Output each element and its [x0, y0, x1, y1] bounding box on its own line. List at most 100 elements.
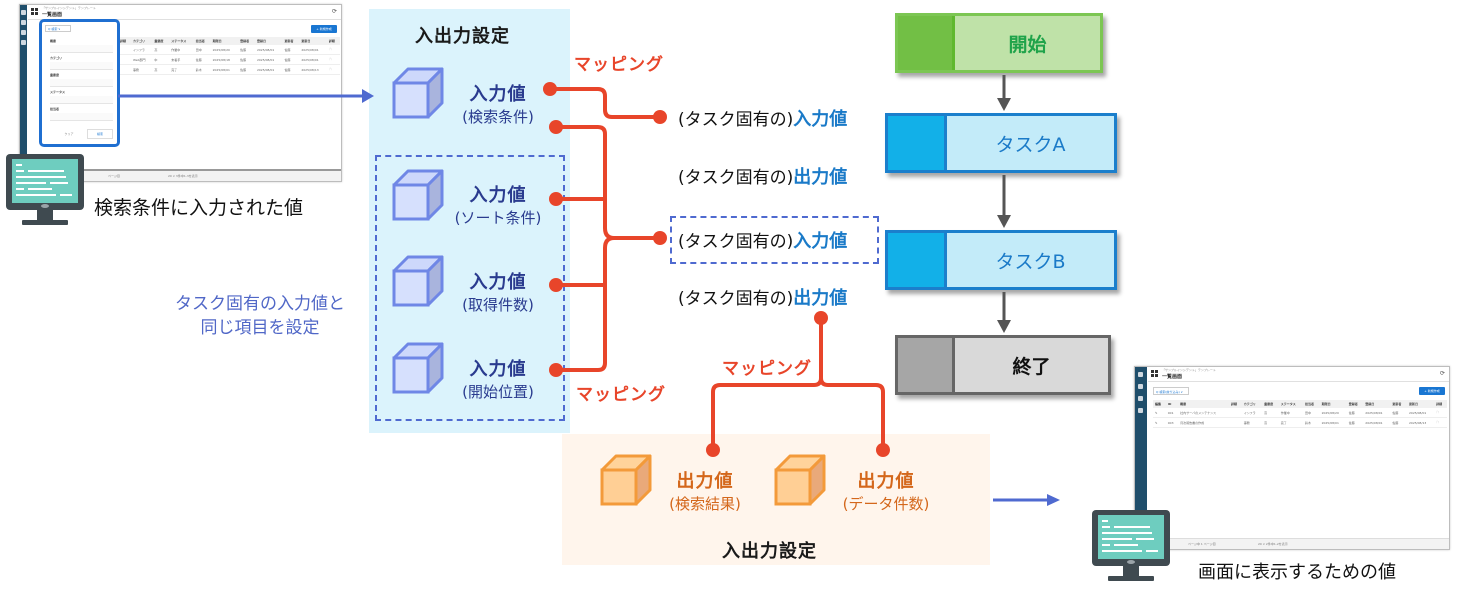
- column-header[interactable]: 詳細: [118, 37, 131, 45]
- priority-field[interactable]: [50, 79, 113, 87]
- grid-icon: [31, 8, 38, 15]
- table-cell: 2025/08/01: [1363, 408, 1391, 418]
- column-header[interactable]: 更新者: [1390, 400, 1407, 408]
- flow-end-label: 終了: [1012, 355, 1051, 378]
- column-header[interactable]: ID: [1165, 400, 1179, 408]
- new-button[interactable]: + 新規作成: [311, 25, 337, 33]
- search-toggle-button[interactable]: Q 検索 ∨: [45, 25, 71, 32]
- detail-icon[interactable]: 🗎: [326, 45, 340, 55]
- table-cell: 佐藤: [1390, 417, 1407, 428]
- task-a-output-label: (タスク固有の)出力値: [678, 163, 847, 189]
- mapping-label: マッピング: [722, 359, 812, 379]
- table-cell: 2025/08/01: [254, 45, 283, 55]
- table-cell: 2025/08/01: [1407, 408, 1435, 418]
- column-header[interactable]: 期限日: [210, 37, 239, 45]
- new-button[interactable]: + 新規作成: [1419, 387, 1445, 395]
- detail-icon[interactable]: 🗎: [326, 54, 340, 65]
- table-cell: Web部門: [130, 54, 153, 65]
- table-cell: 佐藤: [1390, 408, 1407, 418]
- column-header[interactable]: 重要度: [1262, 400, 1279, 408]
- table-cell: 高: [1262, 417, 1279, 428]
- star-icon: [21, 40, 26, 45]
- status-field[interactable]: [50, 96, 113, 104]
- pager-page: ページ目: [108, 174, 120, 178]
- input-value-search: 入力値 (検索条件): [448, 80, 548, 127]
- table-cell: 佐藤: [193, 54, 211, 65]
- table-cell: 佐藤: [282, 54, 300, 65]
- value-subtitle: (検索条件): [462, 108, 534, 126]
- table-cell: 高: [152, 64, 170, 75]
- column-header[interactable]: 登録者: [238, 37, 255, 45]
- column-header[interactable]: 登録日: [1363, 400, 1391, 408]
- column-header[interactable]: 登録日: [254, 37, 283, 45]
- column-header[interactable]: 概要: [1178, 400, 1230, 408]
- pager-count[interactable]: 20 ∨ 2件中1-2を表示: [1258, 542, 1288, 546]
- column-header[interactable]: 重要度: [152, 37, 170, 45]
- table-cell: 佐藤: [1346, 408, 1364, 418]
- table-cell: 2025/08/13: [1407, 417, 1435, 428]
- summary-field[interactable]: [50, 45, 113, 53]
- column-header[interactable]: 担当者: [193, 37, 211, 45]
- column-header[interactable]: 詳細: [326, 37, 340, 45]
- category-field[interactable]: [50, 62, 113, 70]
- input-cube-icon: [390, 253, 446, 309]
- column-header[interactable]: 更新日: [1407, 400, 1435, 408]
- task-io-kind: 出力値: [793, 167, 848, 188]
- value-title: 入力値: [469, 272, 527, 293]
- column-header[interactable]: カテゴリ: [130, 37, 153, 45]
- clear-button[interactable]: クリア: [64, 132, 74, 136]
- table-cell: 2025/08/01: [1319, 417, 1347, 428]
- table-cell: 佐藤: [238, 54, 255, 65]
- column-header[interactable]: 詳細: [1434, 400, 1447, 408]
- table-cell: [118, 64, 131, 75]
- monitor-icon: [6, 154, 84, 225]
- detail-icon[interactable]: 🗎: [1434, 408, 1447, 418]
- column-header[interactable]: ステータス: [1278, 400, 1303, 408]
- input-value-sort: 入力値 (ソート条件): [448, 181, 548, 228]
- column-header[interactable]: 登録者: [1346, 400, 1364, 408]
- pager: ページ中 1 ページ目 20 ∨ 2件中1-2を表示: [1148, 538, 1449, 549]
- search-condition-panel: Q 検索 ∨ 概要 カテゴリ 重要度 ステータス 担当者 クリア 検索: [39, 19, 120, 147]
- pager-count[interactable]: 20 ∨ 3件中1-3を表示: [168, 174, 198, 178]
- mapping-label: マッピング: [576, 385, 666, 405]
- refresh-icon[interactable]: ⟳: [1439, 370, 1445, 377]
- pager-page: ページ中 1 ページ目: [1188, 542, 1216, 546]
- task-a-input-label: (タスク固有の)入力値: [678, 105, 847, 131]
- header-title: 一覧画面: [42, 12, 63, 18]
- input-settings-title: 入出力設定: [415, 26, 510, 47]
- task-io-kind: 出力値: [793, 288, 848, 309]
- menu-icon: [21, 10, 26, 15]
- monitor-icon: [1092, 510, 1170, 581]
- column-header[interactable]: 更新者: [282, 37, 300, 45]
- task-io-prefix: (タスク固有の): [678, 168, 794, 188]
- detail-icon[interactable]: 🗎: [326, 64, 340, 75]
- table-cell: 田中: [1302, 408, 1320, 418]
- column-header[interactable]: 担当者: [1302, 400, 1320, 408]
- grid-icon: [1151, 370, 1158, 377]
- input-cube-icon: [390, 167, 446, 223]
- column-header[interactable]: ステータス: [169, 37, 194, 45]
- header-subtitle: 「サンプルインシデント」テンプレート: [1162, 368, 1216, 372]
- sidebar: [1135, 367, 1147, 549]
- output-cube-icon: [772, 452, 828, 508]
- column-header[interactable]: 期限日: [1319, 400, 1347, 408]
- search-toggle-button[interactable]: Q 検索(絞り込み) ∨: [1153, 387, 1189, 395]
- refresh-icon[interactable]: ⟳: [331, 8, 337, 15]
- detail-icon[interactable]: 🗎: [1434, 417, 1447, 428]
- search-icon: [1138, 396, 1143, 401]
- column-header[interactable]: カテゴリ: [1241, 400, 1263, 408]
- value-title: 入力値: [469, 84, 527, 105]
- search-submit-button[interactable]: 検索: [87, 129, 113, 139]
- table-cell: 2025/08/01: [254, 64, 283, 75]
- column-header[interactable]: 詳細: [1229, 400, 1242, 408]
- column-header[interactable]: 編集: [1153, 400, 1166, 408]
- assignee-field[interactable]: [50, 113, 113, 121]
- column-header[interactable]: 更新日: [299, 37, 327, 45]
- table-cell: 未着手: [169, 54, 194, 65]
- task-io-kind: 入力値: [793, 109, 848, 130]
